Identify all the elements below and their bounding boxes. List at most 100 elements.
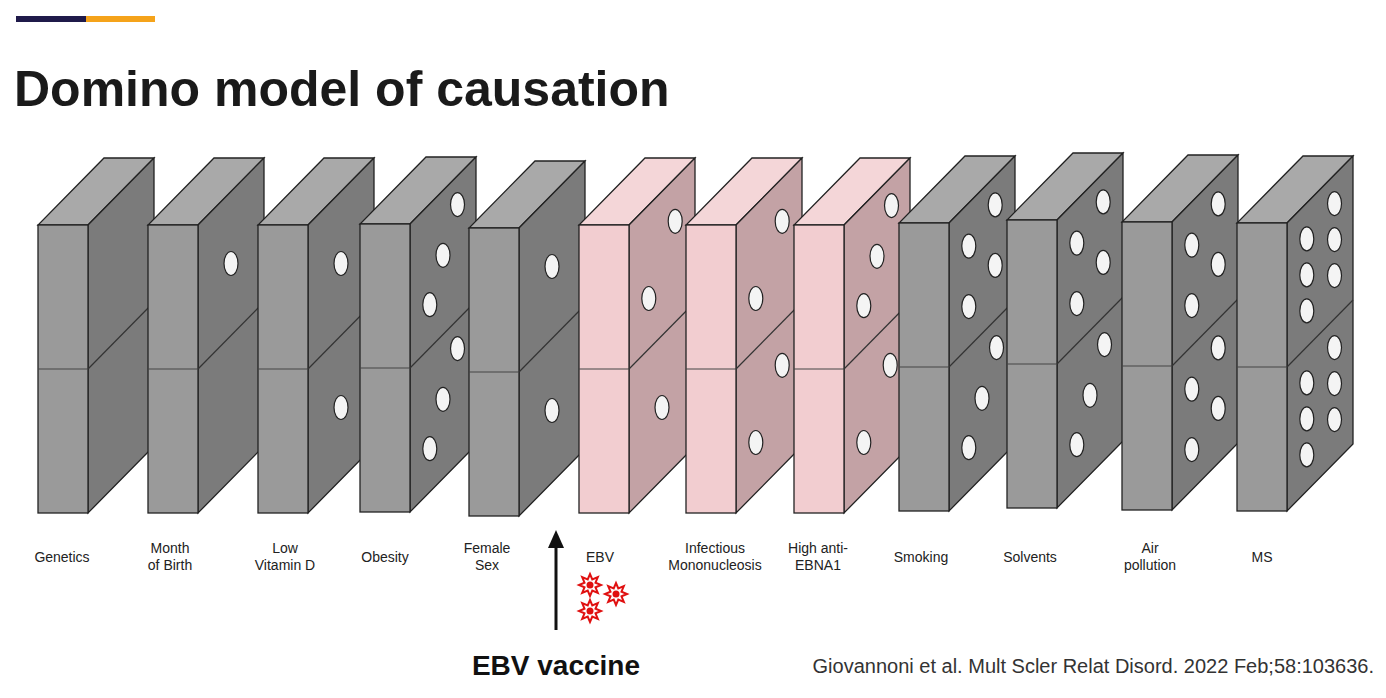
domino-face — [1057, 153, 1123, 508]
domino-pip — [1185, 294, 1199, 318]
domino-pip — [1185, 233, 1199, 257]
title: Domino model of causation — [14, 60, 670, 118]
domino — [1007, 153, 1123, 508]
caption: Giovannoni et al. Mult Scler Relat Disor… — [813, 655, 1374, 678]
accent-bar — [86, 16, 155, 22]
vaccine-arrow — [555, 545, 558, 630]
domino — [38, 158, 154, 513]
factor-label: Air pollution — [1118, 540, 1182, 574]
domino-pip — [451, 193, 465, 217]
virus-icons — [579, 574, 627, 622]
factor-label: Low Vitamin D — [250, 540, 320, 574]
domino-divider — [519, 305, 585, 372]
domino-pip — [988, 253, 1002, 277]
domino-pip — [436, 243, 450, 267]
virus-icon — [579, 600, 601, 622]
domino-pip — [1300, 263, 1314, 287]
domino-pip — [224, 252, 238, 276]
domino-label: Genetics — [22, 549, 102, 566]
domino-divider — [1237, 367, 1287, 368]
domino-pip — [545, 399, 559, 423]
domino-divider — [899, 367, 949, 368]
domino-divider — [949, 300, 1015, 367]
domino-pip — [668, 209, 682, 233]
domino-label: Solvents — [990, 549, 1070, 566]
factor-label: High anti-EBNA1 — [778, 540, 858, 574]
domino — [148, 158, 264, 513]
domino-pip — [883, 353, 897, 377]
domino-front — [469, 228, 519, 516]
domino-divider — [1172, 299, 1238, 366]
domino-front — [794, 225, 844, 513]
domino — [579, 158, 695, 513]
domino-front — [148, 225, 198, 513]
domino-pip — [1328, 408, 1342, 432]
domino-divider — [629, 302, 695, 369]
domino-pip — [1300, 443, 1314, 467]
domino-face — [88, 158, 154, 513]
domino-pip — [990, 336, 1004, 360]
domino-pip — [451, 337, 465, 361]
factor-label: Smoking — [894, 549, 948, 566]
domino — [686, 158, 802, 513]
domino-face — [949, 156, 1015, 511]
domino-front — [258, 225, 308, 513]
domino — [1237, 156, 1353, 511]
factor-label: MS — [1252, 549, 1273, 566]
domino-pip — [975, 386, 989, 410]
domino-divider — [1057, 297, 1123, 364]
virus-core — [587, 608, 594, 615]
domino-label: Female Sex — [460, 540, 515, 574]
domino-pip — [870, 244, 884, 268]
domino — [469, 161, 585, 516]
domino-front — [1237, 223, 1287, 511]
domino-front — [38, 225, 88, 513]
domino-label: Obesity — [350, 549, 420, 566]
domino-face — [1172, 155, 1238, 510]
domino-divider — [1287, 300, 1353, 367]
domino-pip — [1070, 433, 1084, 457]
domino-front — [1007, 220, 1057, 508]
domino-face — [198, 158, 264, 513]
domino-pip — [1328, 192, 1342, 216]
domino-pip — [1098, 333, 1112, 357]
domino-divider — [410, 301, 476, 368]
domino-pip — [749, 287, 763, 311]
domino-divider — [736, 302, 802, 369]
domino-pip — [1211, 396, 1225, 420]
virus-core — [613, 591, 620, 598]
domino-front — [686, 225, 736, 513]
domino-pip — [436, 387, 450, 411]
domino-label: Smoking — [881, 549, 961, 566]
domino-pip — [1070, 292, 1084, 316]
domino-pip — [749, 431, 763, 455]
factor-label: Genetics — [34, 549, 89, 566]
domino-pip — [545, 255, 559, 279]
domino-label: Month of Birth — [147, 540, 193, 574]
domino-divider — [198, 302, 264, 369]
domino-divider — [360, 368, 410, 369]
domino-divider — [38, 369, 88, 370]
domino-divider — [1007, 364, 1057, 365]
domino-pip — [1096, 250, 1110, 274]
domino-pip — [1211, 192, 1225, 216]
virus-icon — [579, 574, 601, 596]
domino-pip — [1328, 336, 1342, 360]
domino-pip — [1096, 190, 1110, 214]
accent-bar — [16, 16, 86, 22]
domino-pip — [885, 194, 899, 218]
domino — [899, 156, 1015, 511]
domino-label: Air pollution — [1118, 540, 1182, 574]
domino-front — [579, 225, 629, 513]
domino-pip — [423, 437, 437, 461]
domino-divider — [686, 369, 736, 370]
virus-core — [587, 582, 594, 589]
domino-label: EBV — [570, 549, 630, 566]
domino-pip — [1300, 227, 1314, 251]
factor-label: EBV — [586, 549, 614, 566]
domino — [1122, 155, 1238, 510]
domino-pip — [1328, 228, 1342, 252]
domino-pip — [1211, 336, 1225, 360]
domino-label: Infectious Mononucleosis — [660, 540, 770, 574]
factor-label: Obesity — [361, 549, 408, 566]
